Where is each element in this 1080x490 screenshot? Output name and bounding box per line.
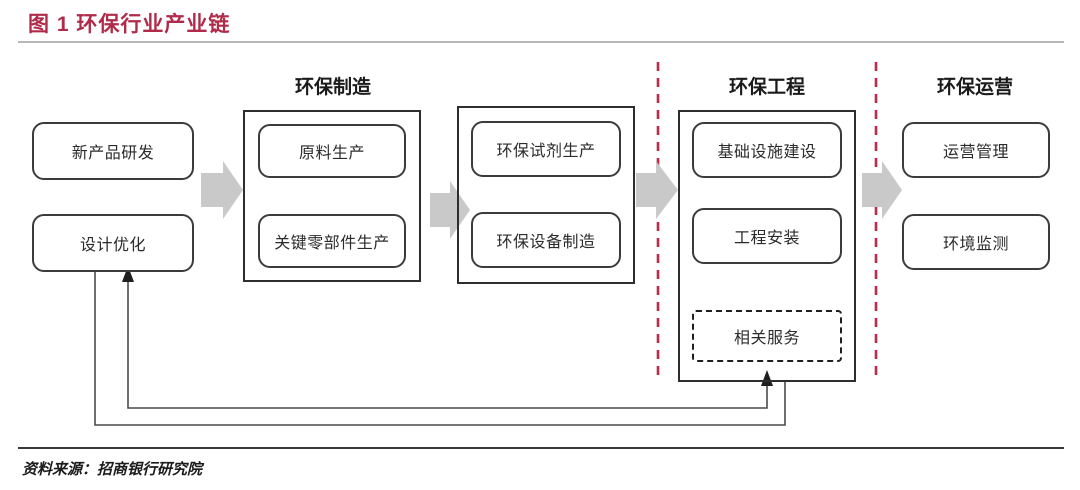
source-note: 资料来源：招商银行研究院: [22, 462, 203, 478]
stage-group-engineering: [678, 110, 856, 382]
feedback-up-arrow-icon-inner: [122, 266, 773, 409]
footer-divider-rule: [18, 447, 1064, 449]
node-engineering-installation[interactable]: 工程安装: [692, 208, 842, 264]
node-operation-management[interactable]: 运营管理: [902, 122, 1050, 178]
block-right-arrow-icon-1: [201, 161, 243, 219]
block-right-arrow-icon-3: [636, 161, 678, 219]
node-new-product-rd[interactable]: 新产品研发: [32, 122, 194, 180]
node-infrastructure-construction[interactable]: 基础设施建设: [692, 122, 842, 178]
stage-group-products: [457, 106, 635, 284]
node-eco-reagent-production[interactable]: 环保试剂生产: [471, 121, 621, 177]
stage-heading-engineering: 环保工程: [728, 77, 806, 98]
node-eco-equipment-manufacturing[interactable]: 环保设备制造: [471, 212, 621, 268]
block-right-arrow-icon-4: [862, 161, 902, 219]
stage-heading-manufacturing: 环保制造: [294, 77, 372, 98]
title-divider-rule: [18, 41, 1064, 43]
node-related-services[interactable]: 相关服务: [692, 310, 842, 362]
node-raw-material-production[interactable]: 原料生产: [258, 124, 406, 178]
node-environmental-monitoring[interactable]: 环境监测: [902, 214, 1050, 270]
node-key-component-production[interactable]: 关键零部件生产: [258, 214, 406, 268]
stage-group-manufacturing: [243, 110, 421, 282]
stage-heading-operations: 环保运营: [936, 77, 1014, 98]
node-design-optimization[interactable]: 设计优化: [32, 214, 194, 272]
figure-title: 图 1 环保行业产业链: [28, 13, 231, 36]
